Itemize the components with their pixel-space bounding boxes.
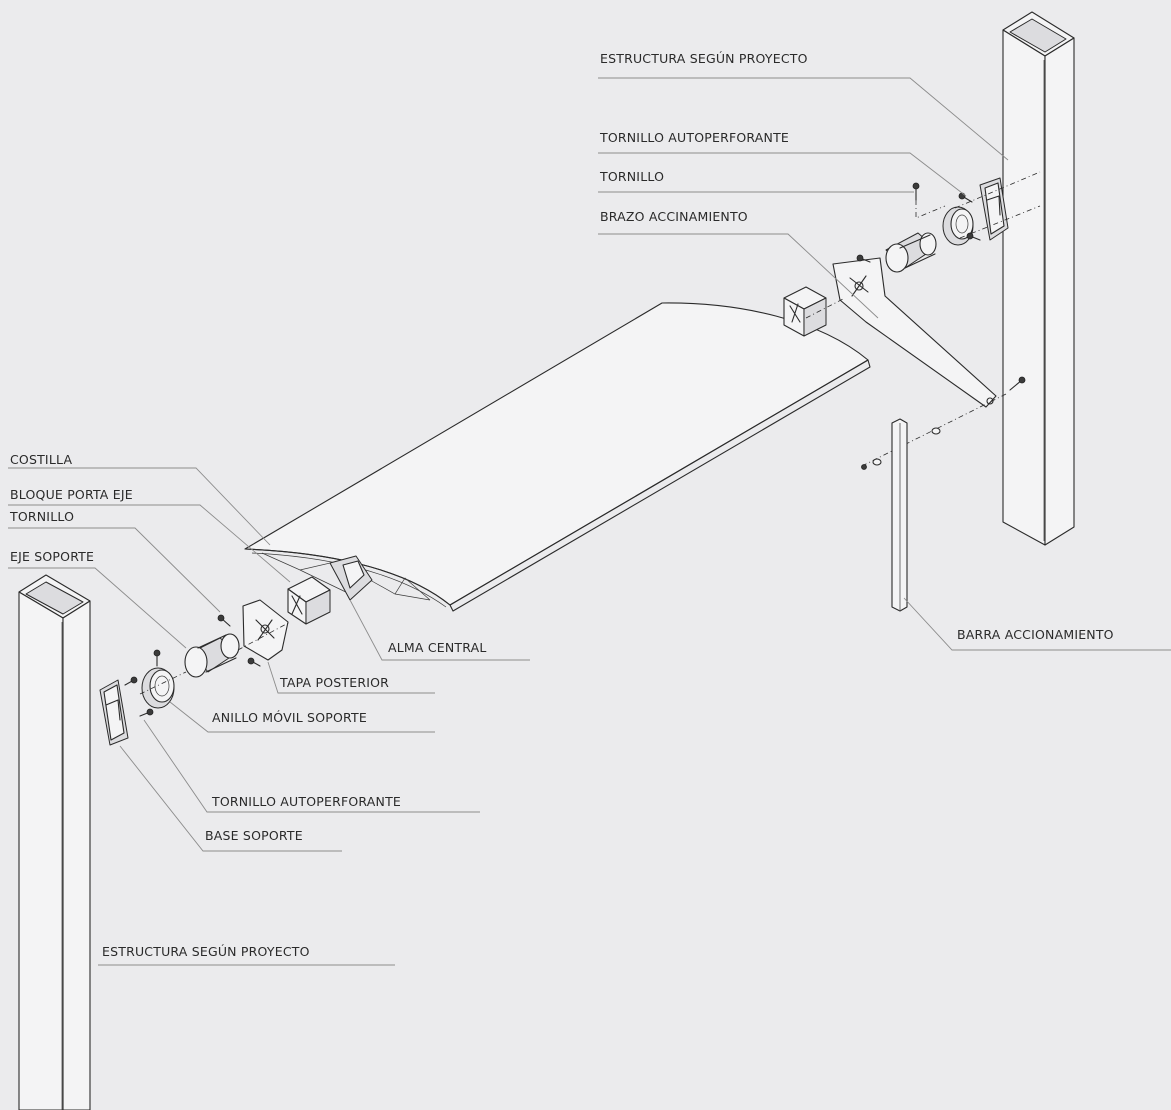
right-structure-post [1002, 11, 1075, 546]
label-tornillo-top: TORNILLO [600, 169, 665, 184]
tapa-posterior-left [242, 599, 289, 661]
eje-soporte-left [184, 633, 240, 678]
axis-lines-left [139, 621, 291, 695]
label-tornillo-autoperforante-top: TORNILLO AUTOPERFORANTE [600, 130, 790, 145]
base-soporte-right [979, 177, 1009, 241]
label-estructura-bottom: ESTRUCTURA SEGÚN PROYECTO [102, 944, 310, 959]
label-base-soporte: BASE SOPORTE [205, 828, 303, 843]
label-tornillo-left: TORNILLO [10, 509, 75, 524]
label-tornillo-autoperforante-bottom: TORNILLO AUTOPERFORANTE [212, 794, 402, 809]
screws-left [124, 614, 261, 717]
label-eje-soporte: EJE SOPORTE [10, 549, 95, 564]
brazo-accionamiento-arm [832, 257, 997, 408]
leader-lines [8, 77, 1171, 966]
awning-panel [244, 302, 871, 612]
anillo-movil-right [942, 206, 974, 246]
label-alma-central: ALMA CENTRAL [388, 640, 487, 655]
barra-accionamiento-bar [861, 418, 941, 612]
label-bloque-porta-eje: BLOQUE PORTA EJE [10, 487, 133, 502]
base-soporte-left [99, 679, 129, 746]
label-costilla: COSTILLA [10, 452, 73, 467]
label-anillo-movil-soporte: ANILLO MÓVIL SOPORTE [212, 710, 367, 725]
label-barra-accionamiento: BARRA ACCIONAMIENTO [957, 627, 1114, 642]
axis-lines-right [805, 171, 1041, 467]
screws-right [856, 182, 1026, 391]
eje-soporte-right [885, 232, 937, 273]
anillo-movil-left [141, 667, 175, 709]
left-structure-post [18, 574, 91, 1110]
bloque-porta-eje-right [783, 286, 827, 337]
label-estructura-top: ESTRUCTURA SEGÚN PROYECTO [600, 51, 808, 66]
bloque-porta-eje-left [287, 576, 331, 625]
label-brazo-accinamiento: BRAZO ACCINAMIENTO [600, 209, 748, 224]
label-tapa-posterior: TAPA POSTERIOR [280, 675, 390, 690]
